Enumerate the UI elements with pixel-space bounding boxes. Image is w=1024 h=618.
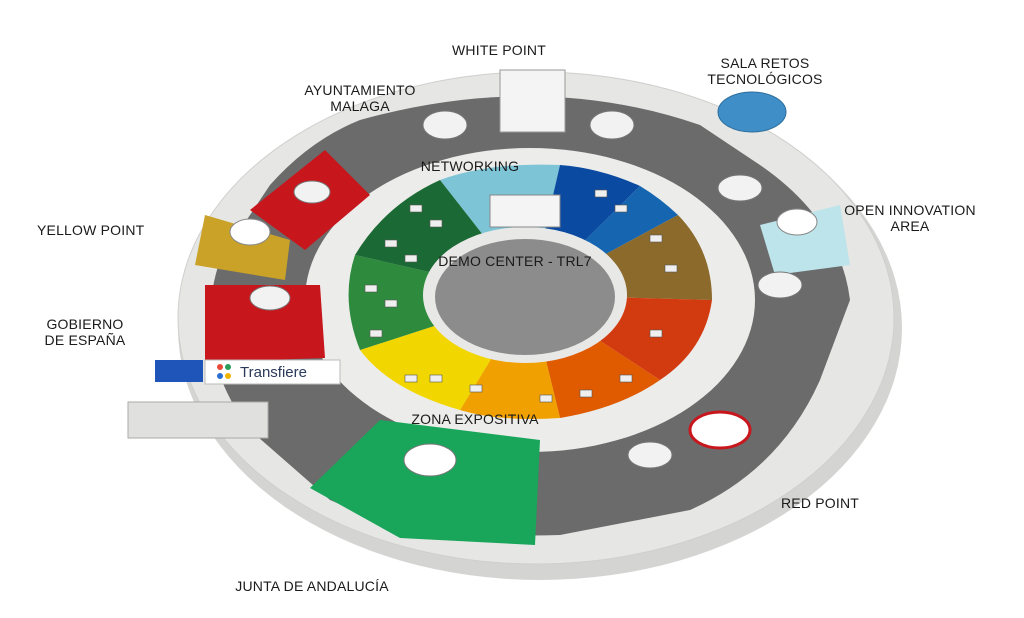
- label-open-innovation: OPEN INNOVATION AREA: [835, 202, 985, 234]
- label-zona-expositiva: ZONA EXPOSITIVA: [411, 411, 539, 427]
- label-junta: JUNTA DE ANDALUCÍA: [235, 578, 389, 594]
- booth-open-innovation: [776, 208, 818, 236]
- exhibitor-desks: [364, 189, 678, 403]
- round-booths: [229, 91, 818, 477]
- label-sala-retos-line2: TECNOLÓGICOS: [707, 71, 823, 87]
- booth-sala-retos: [717, 91, 787, 133]
- booth-white-point-right: [589, 110, 635, 140]
- booth-green-zone: [403, 443, 457, 477]
- booth-left-red: [249, 285, 291, 311]
- yellow-point-zone: [195, 215, 290, 280]
- label-ayuntamiento: AYUNTAMIENTO MALAGA: [285, 82, 435, 114]
- sponsor-banner-text: Transfiere: [240, 364, 307, 381]
- label-sala-retos: SALA RETOS TECNOLÓGICOS: [690, 55, 840, 87]
- label-sala-retos-line1: SALA RETOS: [720, 55, 810, 71]
- gobierno-banner: [155, 360, 203, 382]
- transfiere-logo-icon: [217, 364, 231, 379]
- booth-white-point-left: [422, 110, 468, 140]
- label-gobierno: GOBIERNO DE ESPAÑA: [25, 316, 145, 348]
- entrance-structure: [127, 401, 269, 439]
- label-open-innovation-line2: AREA: [890, 218, 930, 234]
- label-red-point: RED POINT: [780, 495, 860, 511]
- booth-upper-left: [293, 180, 331, 204]
- white-point-stage: [499, 69, 566, 133]
- label-open-innovation-line1: OPEN INNOVATION: [844, 202, 976, 218]
- booth-right-1: [717, 174, 763, 202]
- label-networking: NETWORKING: [420, 158, 520, 174]
- label-gobierno-line2: DE ESPAÑA: [44, 332, 126, 348]
- booth-right-2: [757, 271, 803, 299]
- red-zone-lower: [205, 285, 325, 362]
- green-zone: [310, 420, 540, 545]
- label-ayuntamiento-line2: MALAGA: [330, 98, 390, 114]
- booth-red-point: [688, 410, 752, 450]
- booth-yellow-point: [229, 218, 271, 246]
- demo-center-floor: [435, 239, 615, 355]
- networking-screen: [489, 194, 561, 228]
- label-demo-center: DEMO CENTER - TRL7: [438, 253, 592, 269]
- label-white-point: WHITE POINT: [452, 42, 546, 58]
- booth-lower-left: [627, 441, 673, 469]
- label-yellow-point: YELLOW POINT: [37, 222, 145, 238]
- label-ayuntamiento-line1: AYUNTAMIENTO: [304, 82, 416, 98]
- sponsor-banner-frame: [204, 359, 341, 385]
- label-gobierno-line1: GOBIERNO: [46, 316, 124, 332]
